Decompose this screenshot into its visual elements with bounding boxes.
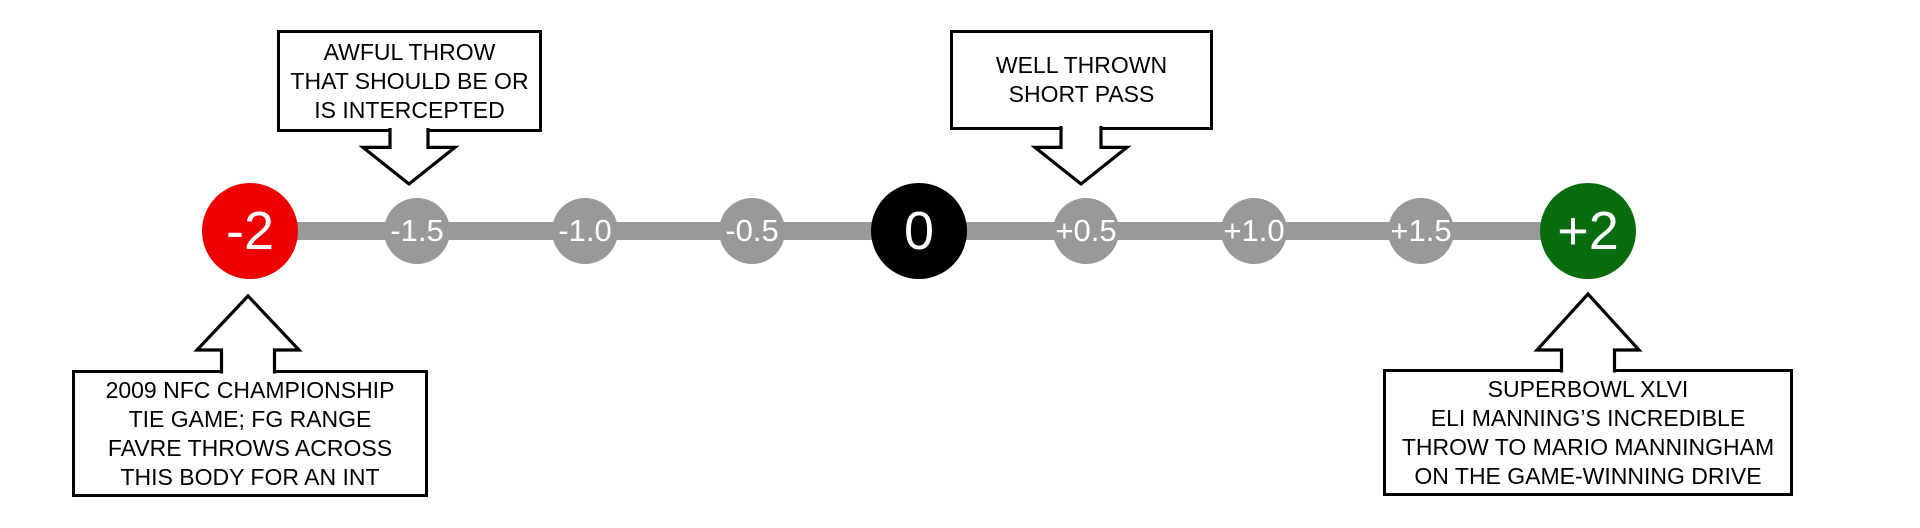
callout-favre-interception: 2009 NFC CHAMPIONSHIP TIE GAME; FG RANGE… xyxy=(72,370,428,497)
arrow-up-to-pos-2-icon xyxy=(1533,291,1643,373)
callout-well-thrown: WELL THROWN SHORT PASS xyxy=(950,30,1213,130)
scale-point-label: +1.5 xyxy=(1390,213,1452,248)
scale-point-neg-0-5: -0.5 xyxy=(719,198,785,264)
scale-point-label: -0.5 xyxy=(725,213,779,248)
scale-point-pos-2: +2 xyxy=(1540,183,1636,279)
scale-point-neg-1-0: -1.0 xyxy=(552,198,618,264)
scale-point-pos-1-5: +1.5 xyxy=(1388,198,1454,264)
scale-point-label: -1.5 xyxy=(390,213,444,248)
scale-point-neg-1-5: -1.5 xyxy=(384,198,450,264)
callout-line: THIS BODY FOR AN INT xyxy=(120,463,380,490)
callout-line: FAVRE THROWS ACROSS xyxy=(107,434,393,461)
callout-line: SUPERBOWL XLVI xyxy=(1487,375,1689,402)
callout-line: IS INTERCEPTED xyxy=(314,96,505,123)
scale-point-label: -2 xyxy=(225,201,274,261)
callout-line: AWFUL THROW xyxy=(323,38,496,65)
callout-line: THROW TO MARIO MANNINGHAM xyxy=(1401,433,1775,460)
scale-point-label: -1.0 xyxy=(558,213,612,248)
callout-line: WELL THROWN xyxy=(995,52,1168,78)
arrow-down-to-neg-1-5-icon xyxy=(358,128,460,187)
callout-line: TIE GAME; FG RANGE xyxy=(128,405,372,432)
callout-manning-throw: SUPERBOWL XLVI ELI MANNING’S INCREDIBLE … xyxy=(1383,369,1793,496)
scale-point-label: +1.0 xyxy=(1223,213,1285,248)
arrow-down-to-pos-0-5-icon xyxy=(1030,126,1132,187)
callout-line: ON THE GAME-WINNING DRIVE xyxy=(1414,462,1762,489)
callout-line: SHORT PASS xyxy=(1008,81,1155,107)
scale-point-neg-2: -2 xyxy=(202,183,298,279)
scale-point-label: 0 xyxy=(903,201,935,261)
arrow-up-to-neg-2-icon xyxy=(193,293,303,374)
scale-point-label: +2 xyxy=(1557,201,1619,261)
scale-point-zero: 0 xyxy=(871,183,967,279)
callout-line: ELI MANNING’S INCREDIBLE xyxy=(1430,404,1746,431)
scale-point-pos-0-5: +0.5 xyxy=(1053,198,1119,264)
callout-line: 2009 NFC CHAMPIONSHIP xyxy=(105,376,395,403)
scale-point-label: +0.5 xyxy=(1055,213,1117,248)
callout-awful-throw: AWFUL THROW THAT SHOULD BE OR IS INTERCE… xyxy=(277,30,542,132)
scale-point-pos-1-0: +1.0 xyxy=(1221,198,1287,264)
callout-line: THAT SHOULD BE OR xyxy=(290,67,529,94)
